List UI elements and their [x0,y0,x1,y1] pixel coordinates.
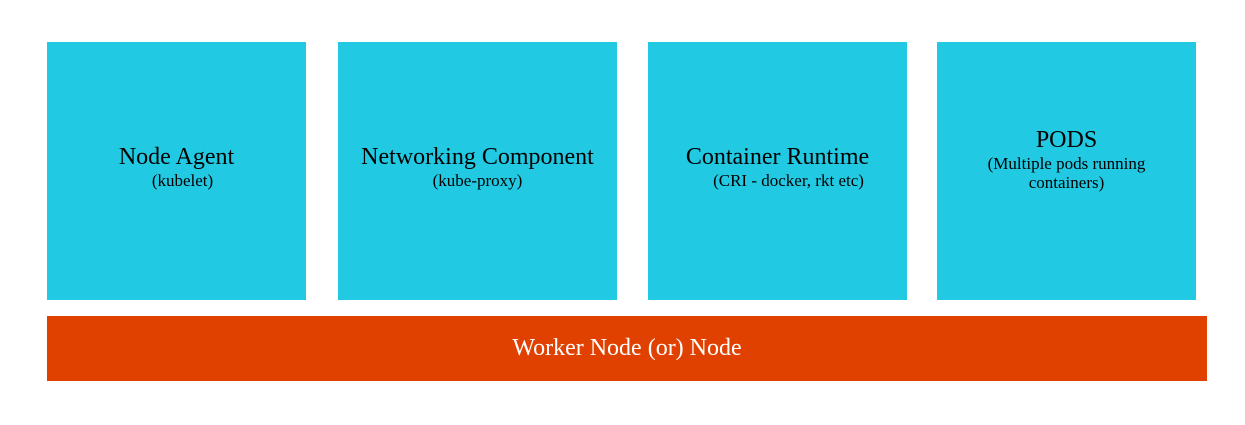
networking-component-box: Networking Component (kube-proxy) [338,42,617,300]
networking-component-title: Networking Component [361,143,594,170]
node-agent-subtitle: (kubelet) [151,170,214,190]
worker-node-label: Worker Node (or) Node [512,334,742,361]
pods-title: PODS [1035,127,1098,153]
container-runtime-title: Container Runtime [685,143,870,170]
container-runtime-box: Container Runtime (CRI - docker, rkt etc… [648,42,907,300]
pods-subtitle: (Multiple pods running containers) [987,154,1146,192]
worker-node-bar: Worker Node (or) Node [47,316,1207,381]
networking-component-subtitle: (kube-proxy) [432,170,523,190]
node-agent-title: Node Agent [118,143,235,170]
container-runtime-subtitle: (CRI - docker, rkt etc) [713,170,864,190]
pods-box: PODS (Multiple pods running containers) [937,42,1196,300]
node-agent-box: Node Agent (kubelet) [47,42,306,300]
